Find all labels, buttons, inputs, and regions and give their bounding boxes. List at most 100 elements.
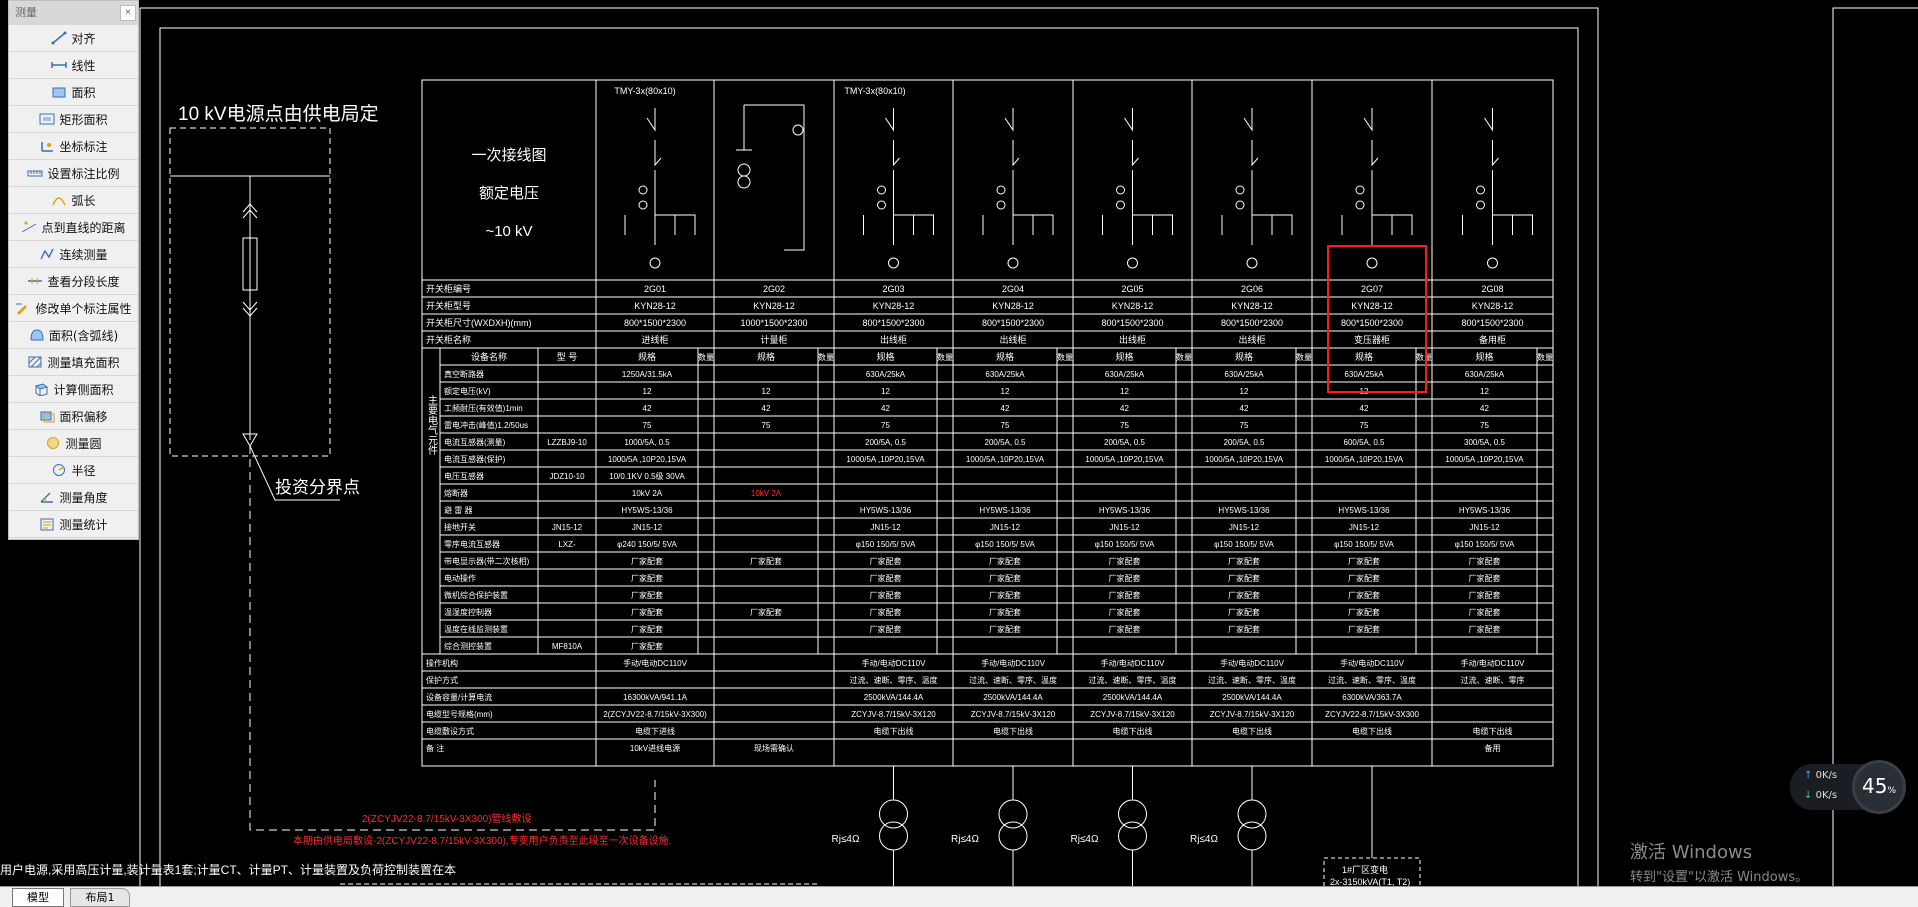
layout-tab-bar: 模型 布局1 xyxy=(0,886,1918,907)
earth-branch xyxy=(1492,214,1533,235)
measure-tool-arc-area[interactable]: 面积(含弧线) xyxy=(9,322,138,349)
sub-header-qty: 数量 xyxy=(1057,352,1073,362)
arc-length-icon xyxy=(51,193,67,207)
close-icon[interactable]: × xyxy=(120,5,136,21)
area-icon xyxy=(51,85,67,99)
zero-sequence-ct-symbol xyxy=(1007,257,1019,269)
sub-header-spec: 规格 xyxy=(876,351,894,362)
measure-tool-label: 点到直线的距离 xyxy=(41,220,126,235)
cell-models: KYN28-12 xyxy=(1231,301,1273,311)
measure-tool-side-area[interactable]: 计算侧面积 xyxy=(9,376,138,403)
device-spec: 厂家配套 xyxy=(870,556,902,566)
metering-meter-symbol xyxy=(792,124,804,136)
device-model: JN15-12 xyxy=(552,523,583,532)
panel-schematic-2 xyxy=(736,104,805,251)
ct-symbol xyxy=(996,200,1006,210)
zero-sequence-ct-symbol xyxy=(1366,257,1378,269)
measure-tool-continuous-measure[interactable]: 连续测量 xyxy=(9,241,138,268)
device-spec: 1000/5A ,10P20,15VA xyxy=(1205,455,1284,464)
measure-tool-area-offset[interactable]: 面积偏移 xyxy=(9,403,138,430)
supply-dashed-box xyxy=(169,127,331,457)
metering-loop xyxy=(744,104,805,251)
measure-panel-title: 测量 × xyxy=(9,1,138,25)
device-name: 温度在线监测装置 xyxy=(444,624,508,634)
network-speed-widget[interactable]: ↑ 0K/s ↓ 0K/s 45% xyxy=(1790,760,1908,814)
measure-tool-hatch-area[interactable]: 测量填充面积 xyxy=(9,349,138,376)
device-spec: JN15-12 xyxy=(1469,523,1500,532)
device-spec: 厂家配套 xyxy=(1348,624,1380,634)
bottom-row-value: 2(ZCYJV22-8.7/15kV-3X300) xyxy=(603,710,707,719)
tab-model[interactable]: 模型 xyxy=(12,888,64,907)
measure-tool-align-measure[interactable]: 对齐 xyxy=(9,25,138,52)
ct-symbol xyxy=(638,200,648,210)
arc-area-icon xyxy=(29,328,45,342)
upload-speed-value: 0K/s xyxy=(1815,770,1838,781)
measure-tool-label: 面积(含弧线) xyxy=(48,328,119,343)
sub-header-spec: 规格 xyxy=(1475,351,1493,362)
device-name: 电流互感器(保护) xyxy=(444,454,506,464)
measure-tool-rect-area[interactable]: 矩形面积 xyxy=(9,106,138,133)
cell-uses: 出线柜 xyxy=(999,334,1026,345)
earth-branch xyxy=(1013,214,1054,235)
device-spec: 10kV 2A xyxy=(751,489,782,498)
earth-branch xyxy=(893,214,934,235)
diagram-header-label: 一次接线图 xyxy=(471,147,546,164)
device-spec: 厂家配套 xyxy=(1348,607,1380,617)
device-name: 带电显示器(带二次核相) xyxy=(444,556,530,566)
bottom-row-value: ZCYJV-8.7/15kV-3X120 xyxy=(1090,710,1175,719)
measure-tool-point-line-distance[interactable]: 点到直线的距离 xyxy=(9,214,138,241)
side-area-icon xyxy=(33,382,49,397)
tab-layout-1[interactable]: 布局1 xyxy=(70,888,130,907)
bottom-row-label: 电缆型号规格(mm) xyxy=(426,709,493,719)
cell-sizes: 800*1500*2300 xyxy=(1461,318,1523,328)
cell-panels: 2G08 xyxy=(1481,284,1503,294)
measure-tool-angle[interactable]: 测量角度 xyxy=(9,484,138,511)
measure-tool-scale-setting[interactable]: 设置标注比例 xyxy=(9,160,138,187)
device-name: 真空断路器 xyxy=(444,369,484,379)
device-spec: 42 xyxy=(1001,404,1010,413)
device-spec: 厂家配套 xyxy=(989,624,1021,634)
device-name: 微机综合保护装置 xyxy=(444,590,508,600)
cell-models: KYN28-12 xyxy=(1351,301,1393,311)
device-spec: 厂家配套 xyxy=(870,573,902,583)
sub-header-qty: 数量 xyxy=(698,352,714,362)
measure-tool-area[interactable]: 面积 xyxy=(9,79,138,106)
earth-branch xyxy=(1252,214,1293,235)
measure-tool-statistics[interactable]: 测量统计 xyxy=(9,511,138,538)
device-spec: 12 xyxy=(881,387,890,396)
sub-header-spec: 规格 xyxy=(1115,351,1133,362)
cell-models: KYN28-12 xyxy=(1112,301,1154,311)
download-speed-value: 0K/s xyxy=(1815,790,1838,801)
measure-tool-arc-length[interactable]: 弧长 xyxy=(9,187,138,214)
aux-branch xyxy=(1341,215,1393,235)
bottom-note: 用户电源,采用高压计量,装计量表1套;计量CT、计量PT、计量装置及负荷控制装置… xyxy=(0,862,456,877)
device-spec: 42 xyxy=(1120,404,1129,413)
ct-symbol xyxy=(1355,200,1365,210)
measure-tool-coordinate[interactable]: 坐标标注 xyxy=(9,133,138,160)
red-note-cable: 2(ZCYJV22-8.7/15kV-3X300)管线敷设 xyxy=(362,812,532,825)
device-name: 综合测控装置 xyxy=(444,641,492,651)
measure-tool-linear-measure[interactable]: 线性 xyxy=(9,52,138,79)
measure-tool-segment-length[interactable]: 查看分段长度 xyxy=(9,268,138,295)
supply-fuse xyxy=(242,237,258,291)
measure-tool-edit-dimension[interactable]: 修改单个标注属性 xyxy=(9,295,138,322)
selection-highlight-box[interactable] xyxy=(1327,245,1427,393)
cell-sizes: 800*1500*2300 xyxy=(862,318,924,328)
transformer-winding-2 xyxy=(1118,821,1147,851)
outgoing-transformer-2: Rj≤4Ω xyxy=(951,766,1028,888)
sub-header-qty: 数量 xyxy=(1416,352,1432,362)
device-spec: 1000/5A ,10P20,15VA xyxy=(966,455,1045,464)
device-name: 电流互感器(测量) xyxy=(444,437,506,447)
bottom-row-value: 手动/电动DC110V xyxy=(981,658,1046,668)
device-spec: 厂家配套 xyxy=(1469,607,1501,617)
rect-area-icon xyxy=(39,112,55,126)
memory-usage-gauge[interactable]: 45% xyxy=(1852,760,1906,814)
sub-header-spec: 规格 xyxy=(996,351,1014,362)
device-spec: 630A/25kA xyxy=(1224,370,1264,379)
measure-tool-radius[interactable]: 半径 xyxy=(9,457,138,484)
incoming-cable-route xyxy=(249,446,656,831)
measure-tool-circle-measure[interactable]: 测量圆 xyxy=(9,430,138,457)
